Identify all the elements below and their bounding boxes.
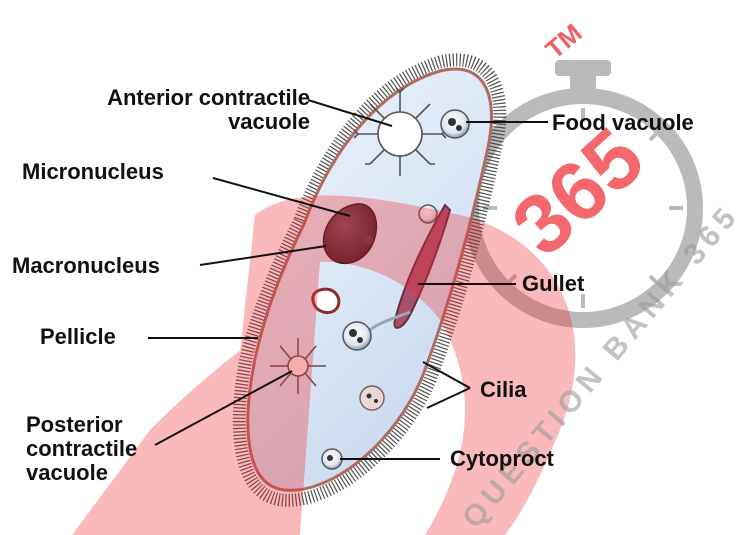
label-gullet: Gullet [522,272,584,296]
food-vacuole-top [441,110,469,138]
watermark-trademark: TM [540,17,588,64]
label-micronucleus: Micronucleus [22,160,164,184]
label-cilia: Cilia [480,378,526,402]
label-anterior-contractile-vacuole: Anterior contractile vacuole [40,86,310,134]
label-posterior-contractile-vacuole: Posterior contractile vacuole [26,413,186,485]
label-cytoproct: Cytoproct [450,447,554,471]
food-vacuole-lower [360,386,384,410]
label-pellicle: Pellicle [40,325,116,349]
label-macronucleus: Macronucleus [12,254,160,278]
food-vacuole-mid [343,322,371,350]
cytoproct-vacuole [322,449,342,469]
label-food-vacuole: Food vacuole [552,111,694,135]
